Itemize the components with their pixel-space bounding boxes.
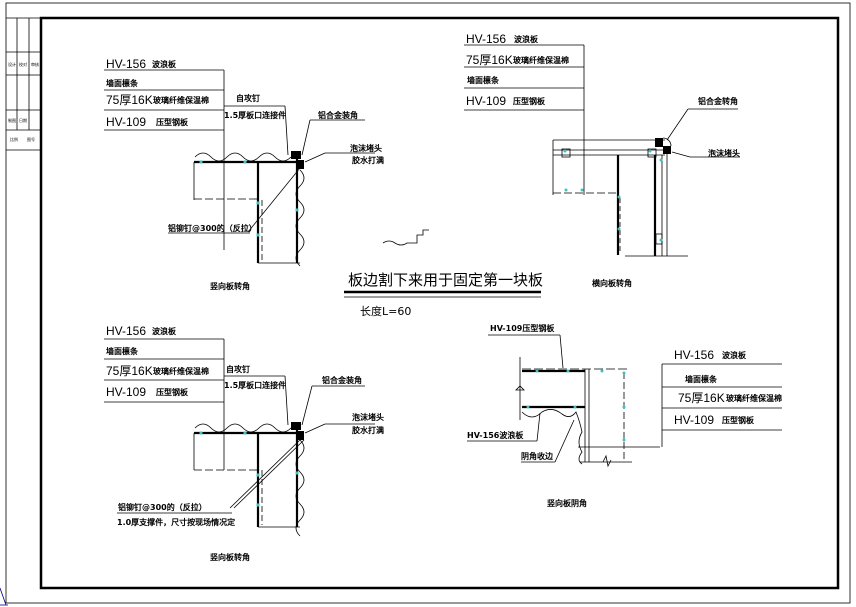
center-note: 板边割下来用于固定第一块板 长度L=60 (344, 229, 543, 318)
title-block-cell: 校对 (19, 61, 27, 67)
callout-inner-corner-trim: 阴角收边 (521, 451, 554, 461)
layer-code: HV-156 (106, 57, 146, 71)
layer-name: 墙面檩条 (685, 374, 718, 384)
ucs-icon (0, 587, 8, 606)
layer-name: 波浪板 (722, 350, 747, 360)
layer-name: 玻璃纤维保温棉 (153, 95, 209, 105)
detail-caption: 竖向板阴角 (547, 498, 587, 508)
callout-aluminum-corner: 铝合金转角 (698, 96, 738, 106)
layer-code: 75厚16K (106, 364, 153, 378)
title-block-cell: 日期 (19, 117, 27, 123)
layer-name: 玻璃纤维保温棉 (153, 366, 209, 376)
callout-aluminum-corner: 铝合金装角 (322, 375, 362, 385)
detail-bottom-right: HV-109压型钢板 HV-156波浪板 阴角收边 HV-156 波浪板 墙面檩… (467, 323, 782, 508)
detail-caption: 竖向板转角 (210, 552, 250, 562)
callout-sealant: 胶水打满 (352, 155, 384, 165)
layer-name: 玻璃纤维保温棉 (726, 393, 782, 403)
title-block-cell: 制图 (8, 117, 16, 123)
layer-code: HV-109 (674, 413, 714, 427)
callout-foam-plug: 泡沫堵头 (352, 412, 384, 422)
layer-code: HV-156 (106, 324, 146, 338)
callout-aluminum-corner: 铝合金装角 (318, 110, 358, 120)
layer-name: 压型钢板 (513, 96, 546, 106)
detail-bottom-left: HV-156 波浪板 墙面檩条 75厚16K 玻璃纤维保温棉 HV-109 压型… (104, 324, 384, 562)
detail-top-left: HV-156 波浪板 墙面檩条 75厚16K 玻璃纤维保温棉 HV-109 压型… (104, 57, 384, 291)
layer-name: 波浪板 (152, 326, 177, 336)
drawing-frame (39, 16, 840, 590)
layer-name: 压型钢板 (156, 387, 189, 397)
callout-rivet: 铝铆钉@300的（反拉） (118, 502, 207, 512)
layer-name: 墙面檩条 (106, 78, 139, 88)
title-block-cell: 图号 (27, 136, 35, 142)
layer-name: 压型钢板 (722, 415, 755, 425)
callout-foam-plug: 泡沫堵头 (350, 143, 382, 153)
layer-name: 墙面檩条 (467, 75, 500, 85)
callout-support-piece: 1.0厚支撑件，尺寸按现场情况定 (117, 517, 235, 527)
callout-rivet: 铝铆钉@300的（反拉） (168, 223, 257, 233)
callout-self-tapping-screw: 自攻钉 (226, 364, 250, 374)
layer-name: 波浪板 (514, 34, 539, 44)
callout-foam-plug: 泡沫堵头 (708, 148, 740, 158)
layer-code: HV-109 (466, 94, 506, 108)
outer-border (5, 2, 851, 604)
callout-self-tapping-screw: 自攻钉 (236, 93, 260, 103)
layer-name: 波浪板 (152, 59, 177, 69)
callout-connector: 1.5厚板口连接件 (224, 110, 286, 120)
title-block-cell: 比例 (10, 136, 18, 142)
callout-corrugated-panel: HV-156波浪板 (467, 430, 524, 440)
detail-top-right: HV-156 波浪板 75厚16K 玻璃纤维保温棉 墙面檩条 HV-109 压型… (464, 32, 740, 288)
layer-code: 75厚16K (678, 391, 725, 405)
title-block-cell: 审核 (31, 61, 39, 67)
layer-legend: HV-156 波浪板 墙面檩条 75厚16K 玻璃纤维保温棉 HV-109 压型… (104, 324, 225, 470)
layer-code: 75厚16K (106, 93, 153, 107)
layer-name: 墙面檩条 (106, 346, 139, 356)
layer-code: HV-156 (466, 32, 506, 46)
layer-legend: HV-156 波浪板 墙面檩条 75厚16K 玻璃纤维保温棉 HV-109 压型… (104, 57, 225, 250)
main-title: 板边割下来用于固定第一块板 (348, 271, 543, 289)
detail-caption: 横向板转角 (592, 278, 632, 288)
callout-sealant: 胶水打满 (352, 425, 384, 435)
layer-name: 玻璃纤维保温棉 (513, 55, 569, 65)
title-block: 设计 校对 审核 制图 日期 比例 图号 (6, 17, 41, 151)
layer-name: 压型钢板 (156, 117, 189, 127)
layer-legend: HV-156 波浪板 墙面檩条 75厚16K 玻璃纤维保温棉 HV-109 压型… (661, 348, 782, 447)
layer-code: HV-109 (106, 385, 146, 399)
callout-connector: 1.5厚板口连接件 (224, 380, 286, 390)
title-block-cell: 设计 (8, 61, 16, 67)
layer-code: 75厚16K (466, 53, 513, 67)
main-note: 长度L=60 (360, 304, 411, 318)
callout-profiled-steel: HV-109压型钢板 (490, 323, 555, 333)
layer-code: HV-156 (674, 348, 714, 362)
layer-legend: HV-156 波浪板 75厚16K 玻璃纤维保温棉 墙面檩条 HV-109 压型… (464, 32, 585, 195)
detail-caption: 竖向板转角 (210, 281, 250, 291)
layer-code: HV-109 (106, 115, 146, 129)
